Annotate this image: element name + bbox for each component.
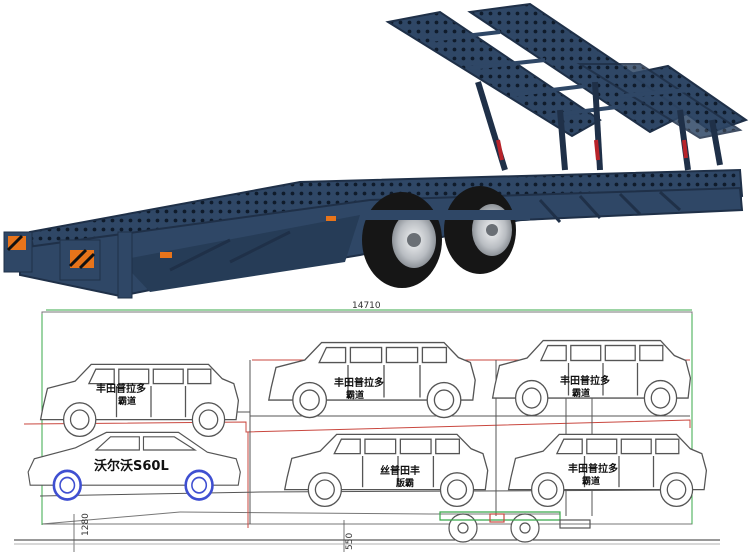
upper-car-3-label: 丰田普拉多 [560,374,610,387]
lower-car-3-sublabel: 霸道 [582,475,600,487]
loading-diagram: 丰田普拉多 霸道 丰田普拉多 霸道 丰田普拉多 霸道 沃尔沃S60L 丝普田丰 … [14,301,720,552]
dim-overall-length: 14710 [352,301,381,311]
lower-car-2-sublabel: 版霸 [395,477,414,489]
lower-car-1-label: 沃尔沃S60L [94,458,169,474]
dimensions: 14710 1280 550 [73,301,381,552]
upper-deck-ramps [385,2,749,140]
upper-car-1-sublabel: 霸道 [118,395,136,407]
upper-car-3-sublabel: 霸道 [572,387,590,399]
upper-car-2-label: 丰田普拉多 [334,376,384,389]
upper-car-1-label: 丰田普拉多 [96,382,146,395]
upper-car-1 [39,363,240,438]
upper-car-2-sublabel: 霸道 [346,389,364,401]
dim-height-left: 1280 [81,513,91,536]
axle-group [439,511,591,543]
car-labels: 丰田普拉多 霸道 丰田普拉多 霸道 丰田普拉多 霸道 沃尔沃S60L 丝普田丰 … [94,374,618,489]
lower-car-1 [27,431,241,501]
trailer-photo [3,2,749,299]
lower-car-2-label: 丝普田丰 [380,464,420,477]
lower-car-3-label: 丰田普拉多 [568,462,618,475]
dim-height-mid: 550 [345,533,355,550]
warning-plates [6,216,336,270]
